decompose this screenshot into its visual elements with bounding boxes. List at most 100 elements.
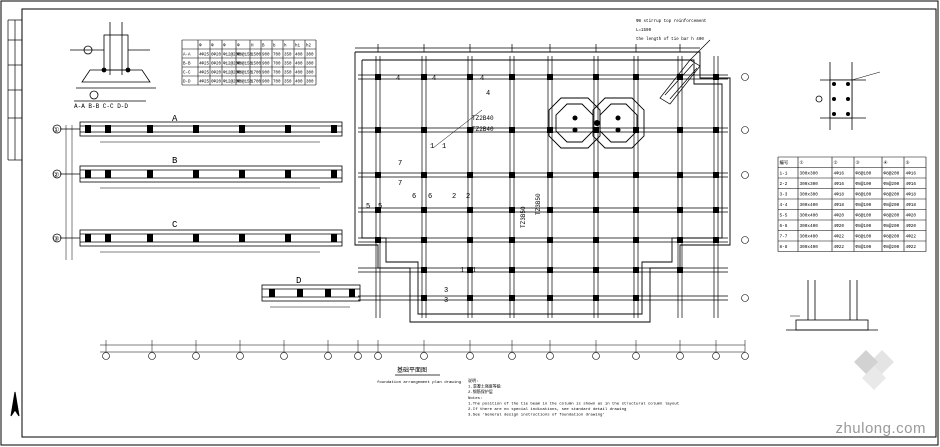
column-table-cell: ② [834, 161, 838, 166]
column-table-cell: 300x400 [800, 203, 819, 208]
elevation-detail [786, 280, 878, 331]
beam-post [325, 289, 331, 297]
column-table-cell: 7-7 [780, 235, 788, 240]
pile-table-cell: 700 [273, 54, 281, 58]
column-table-cell: Φ8@200 [884, 203, 900, 208]
column-footing [593, 267, 599, 273]
beam-label-a: A [172, 114, 178, 124]
beam-label-b: B [172, 156, 178, 166]
column-table-cell: Φ8@100 [856, 214, 872, 219]
column-footing [421, 207, 427, 213]
pile-table-cell: 4Φ25 [199, 62, 210, 67]
axis-bubble [192, 352, 200, 360]
column-table-cell: 4Φ16 [906, 172, 917, 177]
column-footing [467, 74, 473, 80]
column-footing [593, 207, 599, 213]
north-arrow-icon [10, 391, 20, 417]
column-table-cell: Φ8@100 [856, 182, 872, 187]
tz-label-b: TZ2B40 [472, 126, 494, 133]
watermark-logo-icon [854, 350, 894, 390]
column-footing [713, 127, 719, 133]
pile-table-cell: 4Φ25 [199, 71, 210, 76]
note-line: 1.混凝土强度等级 [468, 383, 501, 390]
section-mark: 5 [366, 203, 370, 211]
pile-table-cell: 300 [306, 81, 314, 85]
column-table-cell: 4Φ20 [834, 224, 845, 229]
beam-post [285, 170, 291, 178]
pile-table-cell: Φ12@200 [223, 62, 241, 67]
axis-bubble [632, 352, 640, 360]
section-mark: 3 [444, 297, 448, 305]
pile-table-cell: 6Φ20 [211, 80, 222, 85]
pile-cap-detail [70, 22, 156, 102]
pile-table-cell: 900 [262, 54, 270, 58]
column-footing [677, 267, 683, 273]
beam-post [239, 234, 245, 242]
pile-table-cell: 900 [262, 72, 270, 76]
pile-table-cell: 300 [306, 72, 314, 76]
column-table-cell: Φ8@100 [856, 235, 872, 240]
plan-row-bubble [741, 236, 749, 244]
beam-post [349, 289, 355, 297]
column-footing [375, 172, 381, 178]
section-mark: 4 [396, 75, 400, 83]
column-footing [593, 74, 599, 80]
plan-row-bubble [741, 171, 749, 179]
column-table-cell: Φ8@200 [884, 224, 900, 229]
foundation-plan-outline [354, 51, 731, 323]
column-footing [547, 237, 553, 243]
inner-border [21, 8, 937, 438]
beam-post [193, 234, 199, 242]
top-right-note-line: Φ8 stirrup top reinforcement [636, 19, 707, 24]
beam-post [147, 170, 153, 178]
column-table-cell: 4Φ20 [906, 224, 917, 229]
pile-table-cell: 1700 [251, 72, 262, 76]
beam-post [105, 170, 111, 178]
column-table-cell: Φ8@100 [856, 224, 872, 229]
column-table-cell: 300x400 [800, 235, 819, 240]
beam-post [331, 125, 337, 133]
axis-bubble [676, 352, 684, 360]
tz-leader [432, 109, 483, 149]
column-footing [375, 127, 381, 133]
beam-post [331, 234, 337, 242]
pile-table-cell: Φ8@150 [237, 71, 253, 76]
axis-bubble [148, 352, 156, 360]
beam-post [269, 289, 275, 297]
pile-table-cell: h [284, 44, 287, 49]
column-footing [421, 172, 427, 178]
column-footing [713, 172, 719, 178]
column-footing [509, 207, 515, 213]
pile-table-cell: 1700 [251, 81, 262, 85]
tz-label-v1: TZ3B50 [520, 206, 527, 228]
pile-table-cell: 350 [284, 54, 292, 58]
column-footing [547, 127, 553, 133]
column-table-cell: 4Φ22 [834, 245, 845, 250]
column-table-cell: Φ8@100 [856, 203, 872, 208]
column-footing [467, 172, 473, 178]
column-table-cell: Φ8@100 [856, 172, 872, 177]
note-line: 3.See 'General design instructions of fo… [468, 413, 605, 418]
section-mark: 7 [398, 180, 402, 188]
column-footing [633, 267, 639, 273]
pile-table-cell: 700 [273, 81, 281, 85]
pile-table-cell: Φ12@200 [223, 71, 241, 76]
pile-table-cell: B [262, 45, 265, 49]
pile-table-cell: D-D [183, 81, 191, 85]
column-table-cell: ④ [884, 161, 888, 166]
pile-table-cell: A-A [183, 54, 191, 58]
column-table-cell: Φ8@200 [884, 214, 900, 219]
column-table-cell: 4Φ18 [906, 193, 917, 198]
pile-table-cell: 6Φ20 [211, 71, 222, 76]
column-footing [467, 237, 473, 243]
beam-post [285, 234, 291, 242]
beam-post [297, 289, 303, 297]
column-table-cell: Φ8@100 [856, 193, 872, 198]
diagonal-detail [659, 39, 711, 105]
column-table-cell: 4-4 [780, 203, 788, 208]
pile-table-cell: 350 [284, 72, 292, 76]
note-line: 1.The position of the tie beam in the co… [468, 401, 679, 406]
